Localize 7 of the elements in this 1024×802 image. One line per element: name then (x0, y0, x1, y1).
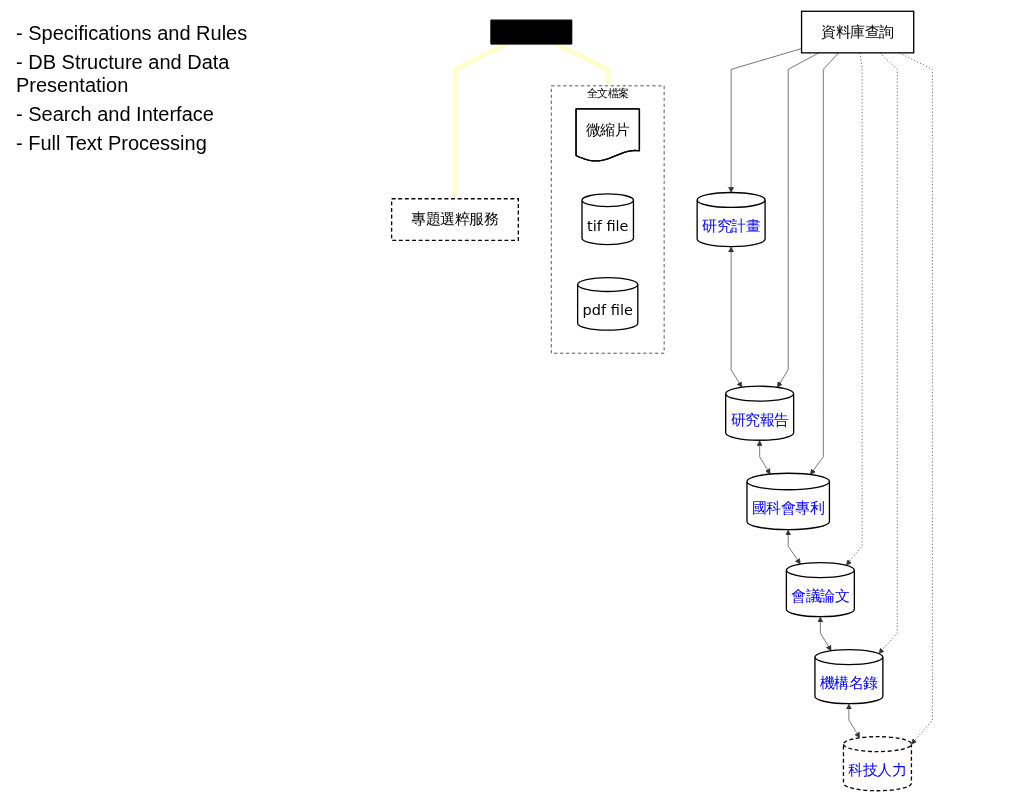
note-text: - Specifications and Rules (16, 22, 249, 45)
note-text: - Full Text Processing (16, 132, 208, 155)
node-box: 資料庫查詢 (800, 10, 915, 54)
note-text: - DB Structure and Data Presentation (16, 51, 231, 97)
note-text: - Search and Interface (16, 103, 215, 126)
node-box: 專題選粹服務 (390, 198, 519, 241)
arrow (555, 43, 611, 87)
